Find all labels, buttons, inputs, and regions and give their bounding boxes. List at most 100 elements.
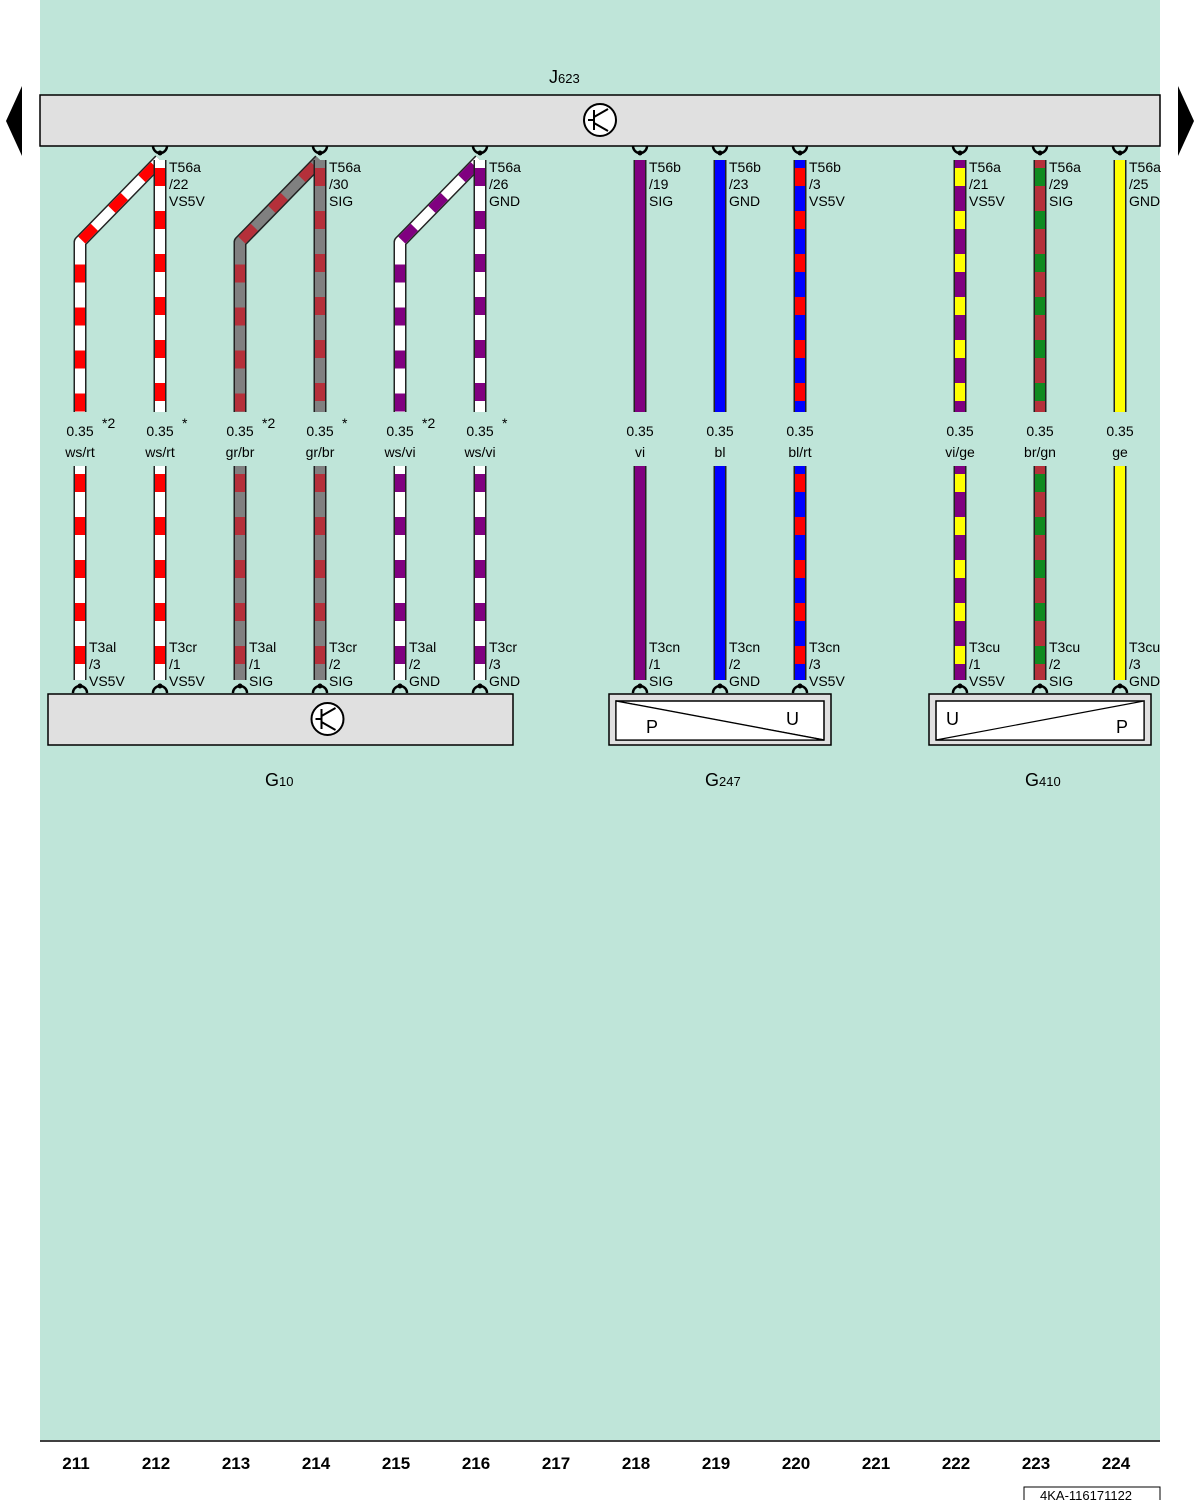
top-pin-label: GND [489, 193, 520, 209]
column-number: 219 [702, 1454, 730, 1473]
prev-page-arrow-icon[interactable] [6, 86, 22, 156]
top-pin-label: /22 [169, 176, 189, 192]
column-number: 224 [1102, 1454, 1131, 1473]
top-pin-label: T56a [169, 159, 201, 175]
wire-note: * [182, 415, 188, 431]
bottom-pin-label: VS5V [89, 673, 125, 689]
bottom-pin-label: T3cr [329, 639, 357, 655]
control-unit-label: J623 [549, 67, 580, 87]
sensor-right-label: U [786, 709, 799, 729]
column-number: 212 [142, 1454, 170, 1473]
bottom-pin-label: T3al [249, 639, 276, 655]
footer-code: 4KA-116171122 [1040, 1488, 1132, 1500]
bottom-pin-label: VS5V [969, 673, 1005, 689]
bottom-pin-label: SIG [249, 673, 273, 689]
wire-size: 0.35 [306, 423, 333, 439]
wire-size: 0.35 [946, 423, 973, 439]
wire-size: 0.35 [386, 423, 413, 439]
bottom-pin-label: T3cn [729, 639, 760, 655]
bottom-pin-label: /3 [809, 656, 821, 672]
next-page-arrow-icon[interactable] [1178, 86, 1194, 156]
top-pin-label: VS5V [169, 193, 205, 209]
bottom-pin-label: /3 [489, 656, 501, 672]
bottom-pin-label: /2 [729, 656, 741, 672]
wires-layer: T3al/3VS5V0.35ws/rt*2T56a/22VS5VT3cr/1VS… [64, 145, 1161, 694]
column-number: 211 [62, 1454, 89, 1473]
footer-code-box [1023, 1486, 1161, 1500]
column-number: 213 [222, 1454, 250, 1473]
wire-note: *2 [262, 415, 275, 431]
bottom-pin-label: GND [1129, 673, 1160, 689]
transistor-icon [310, 702, 345, 736]
wire-color-code: vi/ge [945, 444, 975, 460]
top-pin-label: /29 [1049, 176, 1069, 192]
wire-size: 0.35 [66, 423, 93, 439]
bottom-pin-label: /2 [1049, 656, 1061, 672]
wire-color-code: bl/rt [788, 444, 811, 460]
top-pin-label: T56a [1129, 159, 1161, 175]
top-pin-label: GND [1129, 193, 1160, 209]
bottom-pin-label: /1 [649, 656, 661, 672]
wire-note: * [342, 415, 348, 431]
top-pin-label: /21 [969, 176, 989, 192]
bottom-pin-label: SIG [1049, 673, 1073, 689]
bottom-pin-label: T3cr [489, 639, 517, 655]
sensor-left-label: U [946, 709, 959, 729]
column-number: 222 [942, 1454, 970, 1473]
wire-color-code: ws/rt [144, 444, 175, 460]
top-pin-label: SIG [1049, 193, 1073, 209]
top-pin-label: /23 [729, 176, 749, 192]
component-g10: G10 [47, 693, 514, 790]
top-pin-label: VS5V [809, 193, 845, 209]
component-label: G10 [265, 770, 293, 790]
top-pin-label: T56a [1049, 159, 1081, 175]
top-pin-label: GND [729, 193, 760, 209]
top-pin-label: /25 [1129, 176, 1149, 192]
column-number: 218 [622, 1454, 650, 1473]
column-number: 216 [462, 1454, 490, 1473]
column-number: 217 [542, 1454, 570, 1473]
wire-size: 0.35 [146, 423, 173, 439]
bottom-pin-label: VS5V [169, 673, 205, 689]
wire-size: 0.35 [1026, 423, 1053, 439]
column-number: 220 [782, 1454, 810, 1473]
bottom-pin-label: /2 [409, 656, 421, 672]
top-pin-label: VS5V [969, 193, 1005, 209]
top-pin-label: T56b [809, 159, 841, 175]
wire-color-code: vi [635, 444, 645, 460]
transistor-icon [583, 103, 617, 137]
top-pin-label: /30 [329, 176, 349, 192]
bottom-pin-label: /2 [329, 656, 341, 672]
wire-color-code: bl [715, 444, 726, 460]
bottom-pin-label: T3cr [169, 639, 197, 655]
wire-color-code: ws/vi [383, 444, 415, 460]
bottom-pin-label: /3 [89, 656, 101, 672]
sensor-left-label: P [646, 717, 658, 737]
component-label: G247 [705, 770, 741, 790]
bottom-pin-label: GND [489, 673, 520, 689]
wire-size: 0.35 [786, 423, 813, 439]
bottom-pin-label: T3al [409, 639, 436, 655]
top-pin-label: SIG [329, 193, 353, 209]
bottom-pin-label: SIG [329, 673, 353, 689]
bottom-pin-label: VS5V [809, 673, 845, 689]
bottom-pin-label: SIG [649, 673, 673, 689]
top-pin-label: T56b [649, 159, 681, 175]
wire-size: 0.35 [1106, 423, 1133, 439]
bottom-pin-label: /3 [1129, 656, 1141, 672]
wire-color-code: gr/br [306, 444, 335, 460]
